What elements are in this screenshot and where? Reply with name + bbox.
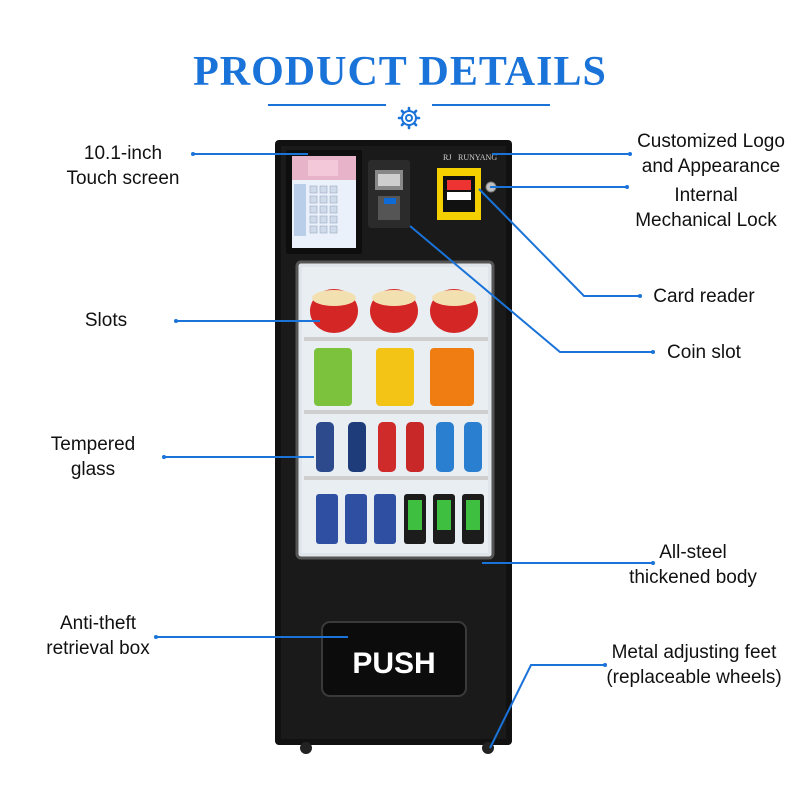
adjusting-feet-label-line2: (replaceable wheels) (606, 667, 782, 688)
tempered-glass-label-line2: glass (70, 459, 116, 480)
retrieval-box (321, 621, 467, 697)
row-cup-noodles (310, 289, 478, 333)
retrieval-box-label: Anti-theft retrieval box (36, 611, 160, 661)
title-divider-right (432, 104, 550, 106)
touch-screen-label-line2: Touch screen (66, 168, 180, 189)
steel-body-label: All-steel thickened body (614, 540, 772, 590)
retrieval-box-label-line2: retrieval box (46, 638, 150, 659)
mechanical-lock-label-line2: Mechanical Lock (635, 210, 777, 231)
foot-left (300, 742, 312, 754)
slots-label: Slots (84, 310, 128, 331)
row-bottles (316, 422, 482, 472)
steel-body-label-line2: thickened body (629, 567, 757, 588)
touch-screen-label-line1: 10.1-inch (83, 143, 163, 164)
mechanical-lock-label: Internal Mechanical Lock (622, 183, 790, 233)
custom-logo-label: Customized Logo and Appearance (628, 129, 794, 179)
mechanical-lock-label-line1: Internal (674, 185, 738, 206)
custom-logo-label-line2: and Appearance (641, 156, 781, 177)
coin-slot-label: Coin slot (667, 342, 741, 363)
touch-screen-label: 10.1-inch Touch screen (62, 141, 184, 191)
row-chips (314, 348, 474, 406)
page-title: PRODUCT DETAILS (193, 49, 607, 95)
custom-logo-label-line1: Customized Logo (637, 131, 785, 152)
adjusting-feet-label: Metal adjusting feet (replaceable wheels… (596, 640, 792, 690)
tempered-glass-label-line1: Tempered (50, 434, 136, 455)
tempered-glass-label: Tempered glass (38, 432, 148, 482)
title-divider-left (268, 104, 386, 106)
steel-body-label-line1: All-steel (659, 542, 727, 563)
brand-logo: RJ (443, 153, 451, 162)
card-reader-label: Card reader (653, 286, 755, 307)
retrieval-box-label-line1: Anti-theft (59, 613, 137, 634)
brand-name: RUNYANG (458, 153, 497, 162)
row-cans (316, 494, 484, 544)
push-label: PUSH (352, 647, 435, 680)
adjusting-feet-label-line1: Metal adjusting feet (611, 642, 777, 663)
callout-lines (156, 153, 653, 749)
gear-icon (397, 106, 421, 130)
